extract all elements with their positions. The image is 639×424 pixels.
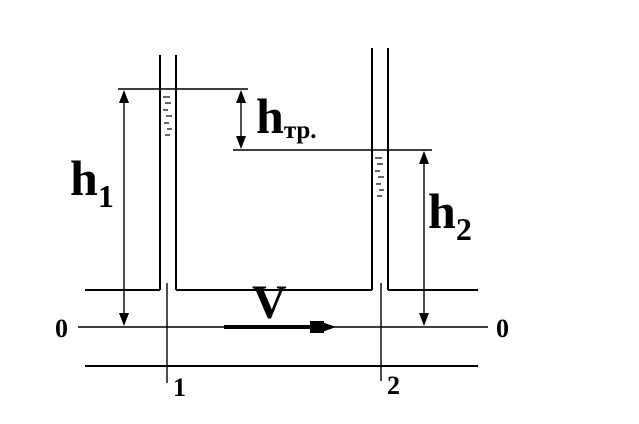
h2-arrow-top: [419, 151, 429, 164]
h2-label-main: h: [428, 183, 456, 239]
piezometer-tube-1: [159, 55, 177, 290]
htr-arrow-bottom: [236, 136, 246, 149]
section-1-label: 1: [173, 373, 186, 402]
htr-label: hтр.: [256, 88, 317, 144]
h1-label-main: h: [70, 150, 98, 206]
velocity-arrow-head: [322, 322, 336, 332]
h1-label-sub: 1: [98, 178, 114, 214]
h2-label: h2: [428, 183, 472, 247]
h1-arrow-top: [119, 90, 129, 103]
h1-arrow-bottom: [119, 313, 129, 326]
axis-label-left: 0: [55, 314, 68, 343]
tube-1-liquid-hatching: [163, 96, 172, 136]
piezometer-tube-2: [371, 48, 389, 290]
htr-label-main: h: [256, 88, 284, 144]
htr-label-sub: тр.: [284, 117, 317, 144]
htr-arrow-top: [236, 90, 246, 103]
tube-2-liquid-hatching: [375, 157, 384, 197]
velocity-arrow: [224, 321, 336, 333]
htr-dimension: [236, 90, 246, 149]
velocity-label: V: [252, 276, 287, 329]
velocity-arrow-block: [310, 321, 324, 333]
h2-arrow-bottom: [419, 313, 429, 326]
h1-dimension: [119, 90, 129, 326]
h2-label-sub: 2: [456, 211, 472, 247]
h1-label: h1: [70, 150, 114, 214]
h2-dimension: [419, 151, 429, 326]
axis-label-right: 0: [496, 314, 509, 343]
section-2-label: 2: [387, 371, 400, 400]
